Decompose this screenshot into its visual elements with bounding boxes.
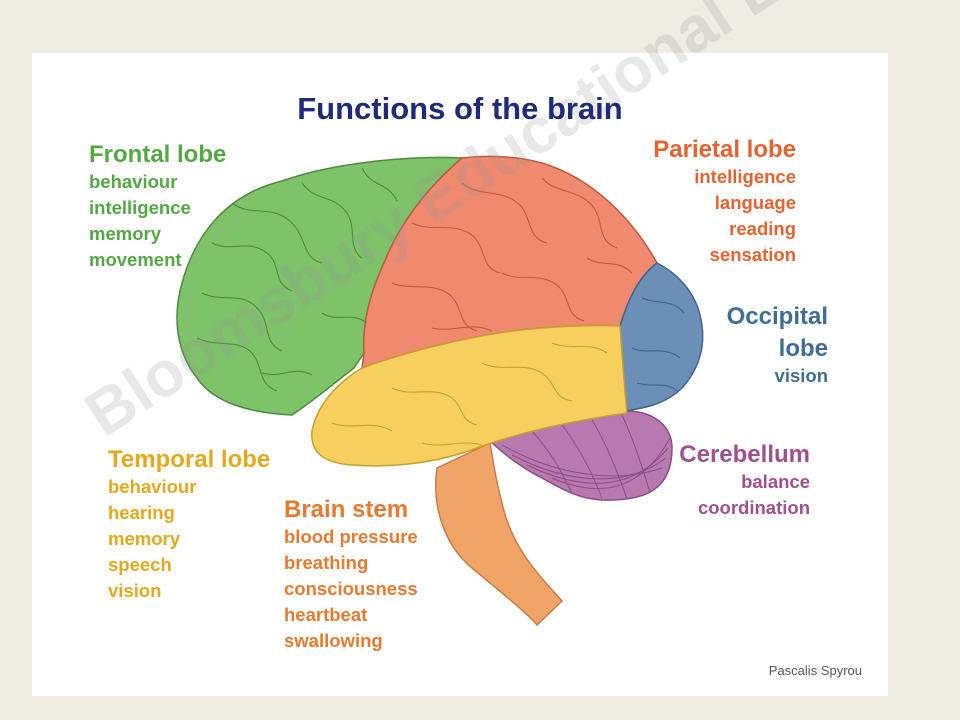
cerebellum-folds: [501, 414, 671, 500]
list-item: vision: [774, 365, 828, 386]
cerebellum-label: Cerebellum balance coordination: [679, 441, 810, 521]
frontal-lobe-list: behaviour intelligence memory movement: [89, 169, 226, 273]
cerebellum-list: balance coordination: [679, 469, 810, 521]
list-item: memory: [89, 223, 161, 244]
temporal-lobe-heading: Temporal lobe: [108, 446, 271, 473]
list-item: sensation: [709, 244, 796, 265]
diagram-frame: Bloomsbury Educational Ltd Functions of …: [32, 0, 888, 696]
temporal-lobe-label: Temporal lobe behaviour hearing memory s…: [108, 446, 270, 604]
list-item: intelligence: [694, 166, 796, 187]
list-item: memory: [108, 528, 180, 549]
list-item: speech: [108, 554, 172, 575]
occipital-lobe-heading-cont: lobe: [778, 335, 828, 362]
brain-folds: [196, 167, 685, 446]
list-item: balance: [741, 471, 810, 492]
list-item: consciousness: [284, 578, 418, 599]
parietal-lobe-heading: Parietal lobe: [653, 136, 796, 163]
cerebellum-heading: Cerebellum: [679, 441, 810, 468]
list-item: behaviour: [108, 476, 197, 497]
list-item: heartbeat: [284, 604, 368, 625]
list-item: behaviour: [89, 171, 178, 192]
brain-stem-heading: Brain stem: [284, 496, 409, 523]
list-item: intelligence: [89, 197, 191, 218]
list-item: coordination: [697, 497, 810, 518]
frontal-lobe-label: Frontal lobe behaviour intelligence memo…: [89, 141, 226, 273]
list-item: swallowing: [284, 630, 383, 651]
parietal-lobe-label: Parietal lobe intelligence language read…: [653, 136, 796, 268]
list-item: hearing: [108, 502, 175, 523]
brainstem-region: [435, 441, 564, 627]
brain-illustration: [176, 155, 704, 627]
occipital-lobe-label: Occipital lobe vision: [727, 303, 828, 389]
page-title: Functions of the brain: [297, 91, 623, 126]
list-item: vision: [108, 580, 162, 601]
list-item: reading: [729, 218, 796, 239]
author-credit: Pascalis Spyrou: [768, 663, 862, 678]
frontal-lobe-heading: Frontal lobe: [89, 141, 227, 168]
list-item: language: [714, 192, 796, 213]
list-item: movement: [89, 249, 182, 270]
brain-stem-list: blood pressure breathing consciousness h…: [284, 524, 418, 654]
occipital-lobe-heading: Occipital: [726, 303, 828, 330]
brain-stem-label: Brain stem blood pressure breathing cons…: [284, 496, 418, 654]
parietal-lobe-list: intelligence language reading sensation: [653, 164, 796, 268]
list-item: breathing: [284, 552, 369, 573]
occipital-lobe-list: vision: [727, 363, 828, 389]
temporal-lobe-list: behaviour hearing memory speech vision: [108, 474, 270, 604]
list-item: blood pressure: [284, 526, 418, 547]
occipital-lobe-region: [618, 262, 704, 412]
